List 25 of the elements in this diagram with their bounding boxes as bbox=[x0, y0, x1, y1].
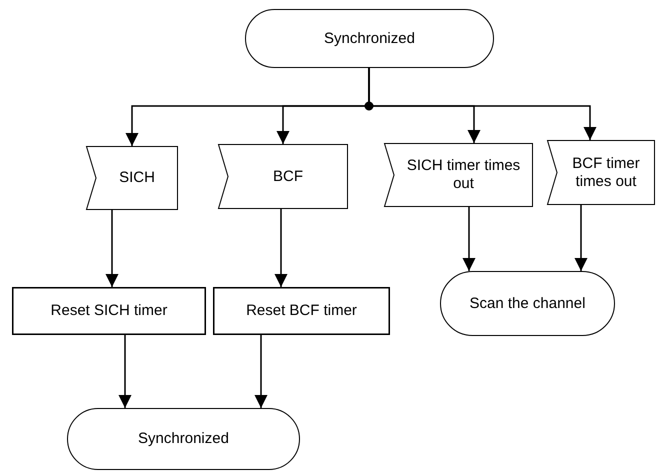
node-label: BCF bbox=[273, 168, 303, 186]
arrow bbox=[462, 207, 476, 271]
node-label: SICH timer times out bbox=[406, 157, 522, 193]
process-box bbox=[213, 287, 390, 335]
input-signal-node bbox=[86, 146, 178, 210]
node-label: SICH bbox=[119, 169, 155, 187]
node-label: Synchronized bbox=[138, 430, 229, 448]
terminal-node bbox=[440, 271, 615, 336]
node-label: Reset BCF timer bbox=[246, 302, 357, 320]
node-label: Reset SICH timer bbox=[50, 302, 168, 320]
arrow bbox=[368, 68, 596, 140]
arrow bbox=[574, 205, 588, 271]
node-label: Scan the channel bbox=[470, 294, 586, 312]
input-signal-node bbox=[218, 144, 348, 209]
input-signal-node bbox=[384, 143, 533, 207]
arrow bbox=[254, 335, 268, 408]
arrow bbox=[274, 209, 288, 287]
process-box bbox=[12, 287, 206, 335]
input-signal-node bbox=[547, 140, 655, 205]
arrow bbox=[106, 210, 118, 287]
arrow bbox=[118, 335, 132, 408]
node-label: BCF timer times out bbox=[571, 154, 641, 190]
node-label: Synchronized bbox=[324, 30, 415, 48]
terminal-node bbox=[245, 9, 494, 68]
terminal-node bbox=[67, 408, 300, 470]
